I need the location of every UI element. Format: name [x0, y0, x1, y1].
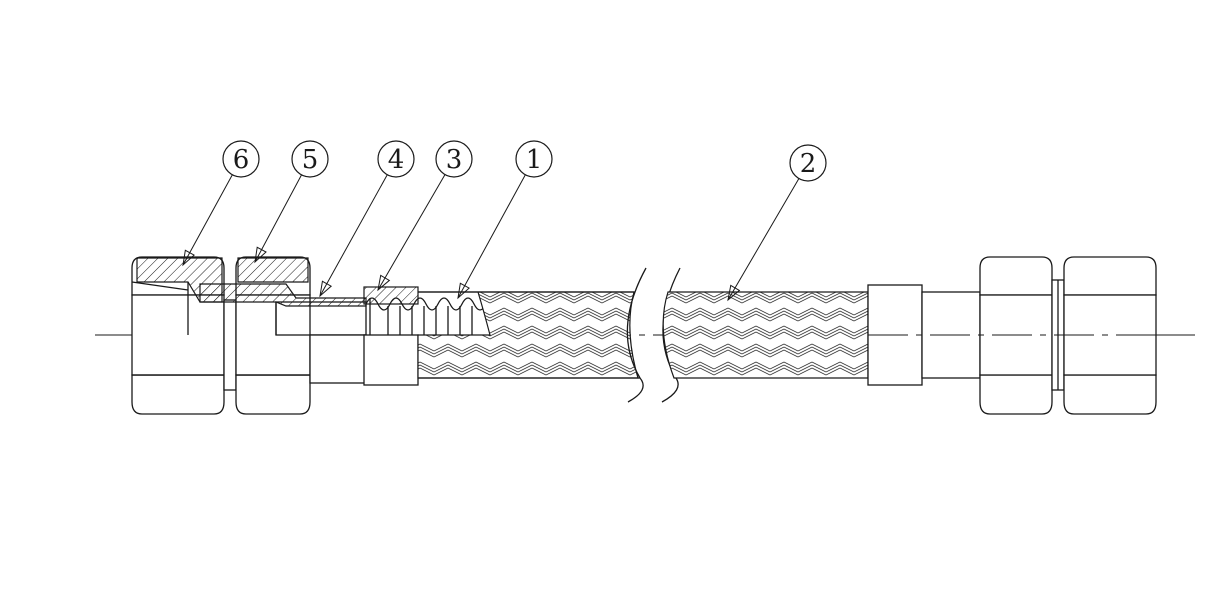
- leader-line: [319, 174, 388, 297]
- ferrule: [363, 286, 419, 305]
- leader-line: [182, 174, 233, 266]
- callout-number: 2: [800, 149, 817, 179]
- arrowhead: [182, 249, 195, 267]
- callout-circle: [377, 140, 415, 178]
- callout-part-5: 5: [254, 140, 329, 264]
- leader-line: [377, 174, 446, 291]
- spacer-ring: [223, 299, 237, 391]
- ferrule-lower: [363, 334, 419, 386]
- callout-part-4: 4: [319, 140, 415, 298]
- leader-line: [457, 174, 526, 299]
- callout-circle: [222, 140, 260, 178]
- callout-circle: [789, 144, 827, 182]
- braided-hose-right: [662, 291, 869, 379]
- callout-circle: [435, 140, 473, 178]
- arrowhead: [377, 274, 391, 292]
- arrowhead: [254, 246, 267, 264]
- callout-number: 3: [446, 145, 463, 175]
- left-hex-nut: [131, 256, 225, 415]
- right-ferrule: [867, 284, 923, 386]
- callout-number: 6: [233, 145, 250, 175]
- leader-line: [727, 178, 800, 301]
- break-line-left: [626, 267, 647, 403]
- arrowhead: [457, 282, 470, 300]
- callout-part-2: 2: [727, 144, 827, 302]
- arrowhead: [727, 284, 741, 302]
- callout-part-1: 1: [457, 140, 553, 300]
- callout-part-6: 6: [182, 140, 260, 267]
- leader-line: [254, 174, 302, 263]
- callout-number: 5: [302, 145, 319, 175]
- callout-circle: [291, 140, 329, 178]
- callout-number: 1: [526, 145, 543, 175]
- fitting-sleeve: [309, 334, 367, 384]
- callout-number: 4: [388, 145, 405, 175]
- callout-circle: [515, 140, 553, 178]
- callout-part-3: 3: [377, 140, 473, 292]
- arrowhead: [319, 280, 333, 298]
- corrugated-tube: [365, 297, 487, 335]
